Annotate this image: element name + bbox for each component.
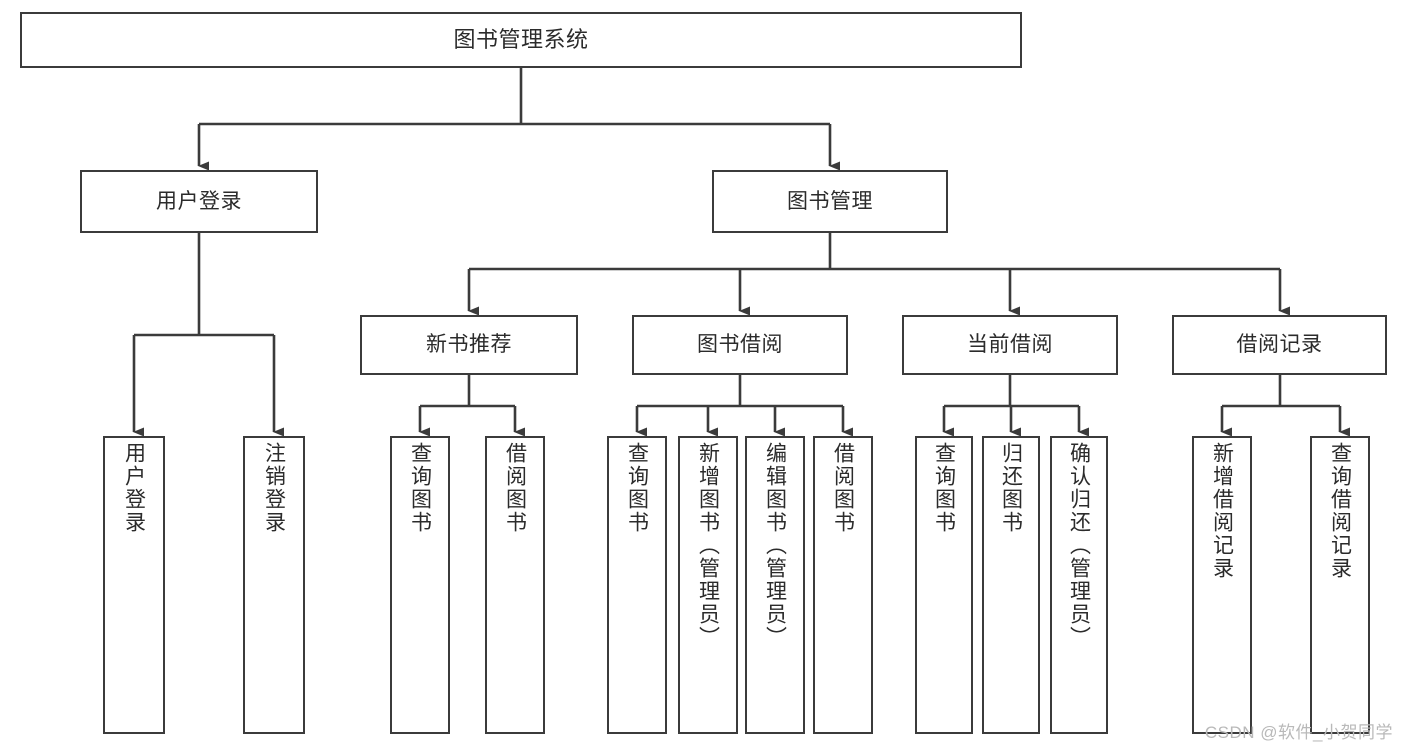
node-label: 查询图书	[625, 442, 649, 534]
node-new-book-recommend[interactable]: 新书推荐	[360, 315, 578, 375]
node-label: 图书借阅	[697, 333, 783, 357]
node-label: 查询借阅记录	[1328, 442, 1352, 580]
node-label: 编辑图书（管理员）	[763, 442, 787, 649]
node-label: 借阅记录	[1236, 333, 1323, 357]
node-leaf-logout-login[interactable]: 注销登录	[243, 436, 305, 734]
node-label: 借阅图书	[831, 442, 855, 534]
node-borrow-record[interactable]: 借阅记录	[1172, 315, 1387, 375]
node-leaf-return-book[interactable]: 归还图书	[982, 436, 1040, 734]
node-label: 新增图书（管理员）	[696, 442, 720, 649]
node-leaf-confirm-return[interactable]: 确认归还（管理员）	[1050, 436, 1108, 734]
node-leaf-add-book[interactable]: 新增图书（管理员）	[678, 436, 738, 734]
node-current-borrow[interactable]: 当前借阅	[902, 315, 1118, 375]
node-leaf-query-book-1[interactable]: 查询图书	[390, 436, 450, 734]
node-label: 归还图书	[999, 442, 1023, 534]
node-label: 新书推荐	[426, 333, 512, 357]
node-label: 确认归还（管理员）	[1067, 442, 1091, 649]
node-label: 查询图书	[932, 442, 956, 534]
node-leaf-borrow-book-1[interactable]: 借阅图书	[485, 436, 545, 734]
node-leaf-query-book-3[interactable]: 查询图书	[915, 436, 973, 734]
node-label: 注销登录	[262, 442, 286, 534]
node-label: 当前借阅	[967, 333, 1053, 357]
node-leaf-query-book-2[interactable]: 查询图书	[607, 436, 667, 734]
node-label: 用户登录	[156, 189, 242, 213]
node-root-book-management-system[interactable]: 图书管理系统	[20, 12, 1022, 68]
node-book-management[interactable]: 图书管理	[712, 170, 948, 233]
node-label: 图书管理	[787, 189, 873, 213]
node-leaf-query-borrow-record[interactable]: 查询借阅记录	[1310, 436, 1370, 734]
node-leaf-edit-book[interactable]: 编辑图书（管理员）	[745, 436, 805, 734]
node-book-borrow[interactable]: 图书借阅	[632, 315, 848, 375]
node-label: 图书管理系统	[453, 26, 589, 52]
node-label: 查询图书	[408, 442, 432, 534]
node-label: 借阅图书	[503, 442, 527, 534]
node-user-login[interactable]: 用户登录	[80, 170, 318, 233]
node-label: 新增借阅记录	[1210, 442, 1234, 580]
node-leaf-add-borrow-record[interactable]: 新增借阅记录	[1192, 436, 1252, 734]
node-leaf-borrow-book-2[interactable]: 借阅图书	[813, 436, 873, 734]
node-leaf-user-login[interactable]: 用户登录	[103, 436, 165, 734]
node-label: 用户登录	[122, 442, 146, 534]
